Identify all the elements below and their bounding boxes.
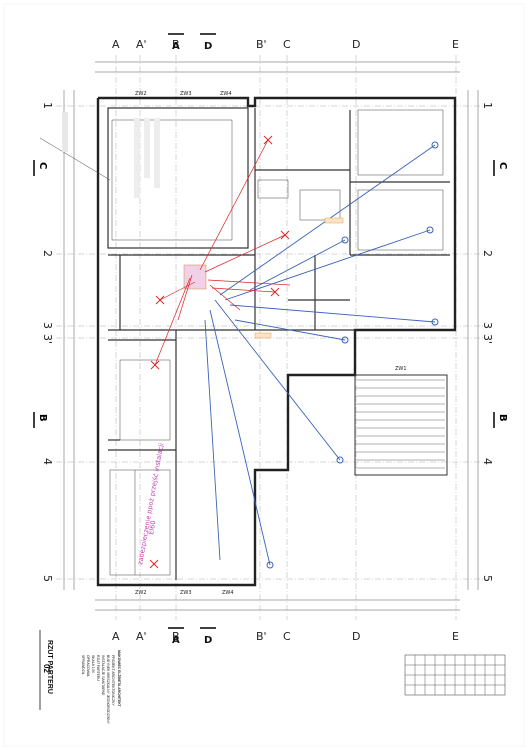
axis-labels-bottom: A A' B B' C D E — [112, 630, 459, 643]
axis-top-d: D — [352, 38, 360, 51]
wall-label-zw4-bottom: ZW4 — [222, 590, 234, 596]
wall-label-zw2-bottom: ZW2 — [135, 590, 147, 596]
pipes-red — [154, 139, 291, 366]
note-rotated-text — [62, 112, 160, 198]
axis-left-4: 4 — [41, 458, 54, 465]
legend-table — [404, 654, 506, 696]
title-block-company: MAKOWIEC ELŻBIETA ARCHITEKT — [117, 650, 121, 708]
drawing-title-text: RZUT PARTERU — [46, 640, 53, 694]
leader-note-left — [39, 137, 111, 181]
walls-interior — [107, 107, 450, 580]
axis-bottom-b-prime: B' — [256, 630, 267, 643]
section-mark-c-left: C — [37, 162, 48, 169]
section-mark-a-top: A — [172, 41, 180, 52]
title-block-line-2: BUDYNEK MIESZKALNY JEDNORODZINNY — [106, 655, 110, 725]
section-marks-side: C B C B — [33, 160, 508, 428]
title-block-line-3: INSTALACJE SANITARNE — [101, 655, 105, 696]
axis-bottom-d: D — [352, 630, 360, 643]
annotation-fire-rating: EI60 — [147, 520, 157, 535]
axis-left-2: 2 — [41, 250, 54, 257]
axis-bottom-a: A — [112, 630, 120, 643]
orange-tags — [254, 217, 344, 339]
axis-top-c: C — [283, 38, 291, 51]
section-mark-a-bottom: A — [172, 635, 180, 646]
axis-top-b-prime: B' — [256, 38, 267, 51]
axis-right-3: 3 — [481, 322, 494, 329]
axis-top-b: B — [172, 38, 180, 51]
radiator-markers-red — [149, 135, 290, 569]
axis-top-a-prime: A' — [136, 38, 147, 51]
axis-right-5: 5 — [481, 575, 494, 582]
wall-label-zw3-top: ZW3 — [180, 91, 192, 97]
wall-label-zw1-right: ZW1 — [395, 366, 407, 372]
section-marks-bottom: A D — [168, 627, 216, 646]
axis-bottom-a-prime: A' — [136, 630, 147, 643]
axis-top-a: A — [112, 38, 120, 51]
axis-bottom-e: E — [452, 630, 459, 643]
axis-bottom-c: C — [283, 630, 291, 643]
axis-right-2: 2 — [481, 250, 494, 257]
title-block-line-4: RZUT PARTERU — [96, 655, 100, 681]
title-block-line-1: PROJEKT ARCHITEKTONICZNY — [111, 655, 115, 706]
title-block-line-7: SPRAWDZIŁ — [81, 655, 85, 675]
wall-label-zw2-top: ZW2 — [135, 91, 147, 97]
section-mark-d-top: D — [204, 41, 212, 52]
axis-right-4: 4 — [481, 458, 494, 465]
wall-label-zw3-bottom: ZW3 — [180, 590, 192, 596]
dimension-lines — [63, 61, 479, 611]
axis-right-3-prime: 3' — [481, 334, 494, 344]
title-block-line-5: SKALA 1:50 — [91, 655, 95, 673]
title-block: MAKOWIEC ELŻBIETA ARCHITEKT PROJEKT ARCH… — [81, 650, 121, 725]
section-mark-b-right: B — [497, 414, 508, 422]
section-mark-d-bottom: D — [204, 635, 212, 646]
wall-label-zw4-top: ZW4 — [220, 91, 232, 97]
axis-labels-left: 1 2 3 3' 4 5 — [41, 102, 54, 582]
section-mark-b-left: B — [37, 414, 48, 422]
section-mark-c-right: C — [497, 162, 508, 169]
drawing-number: 02 — [42, 664, 51, 673]
axis-labels-top: A A' B B' C D E — [112, 38, 459, 51]
axis-left-3: 3 — [41, 322, 54, 329]
axis-left-1: 1 — [41, 102, 54, 109]
fixture-markers-blue — [266, 141, 439, 569]
drawing-title: 02 RZUT PARTERU — [39, 630, 53, 710]
axis-labels-right: 1 2 3 3' 4 5 — [481, 102, 494, 582]
wall-labels: ZW2 ZW3 ZW4 ZW1 ZW2 ZW3 ZW4 — [135, 91, 407, 596]
section-marks-top: A D — [168, 33, 216, 52]
axis-left-5: 5 — [41, 575, 54, 582]
axis-left-3-prime: 3' — [41, 334, 54, 344]
axis-right-1: 1 — [481, 102, 494, 109]
axis-bottom-b: B — [172, 630, 180, 643]
terrace-hatch — [354, 374, 448, 476]
axis-top-e: E — [452, 38, 459, 51]
title-block-line-6: OPRACOWAŁ — [86, 655, 90, 677]
